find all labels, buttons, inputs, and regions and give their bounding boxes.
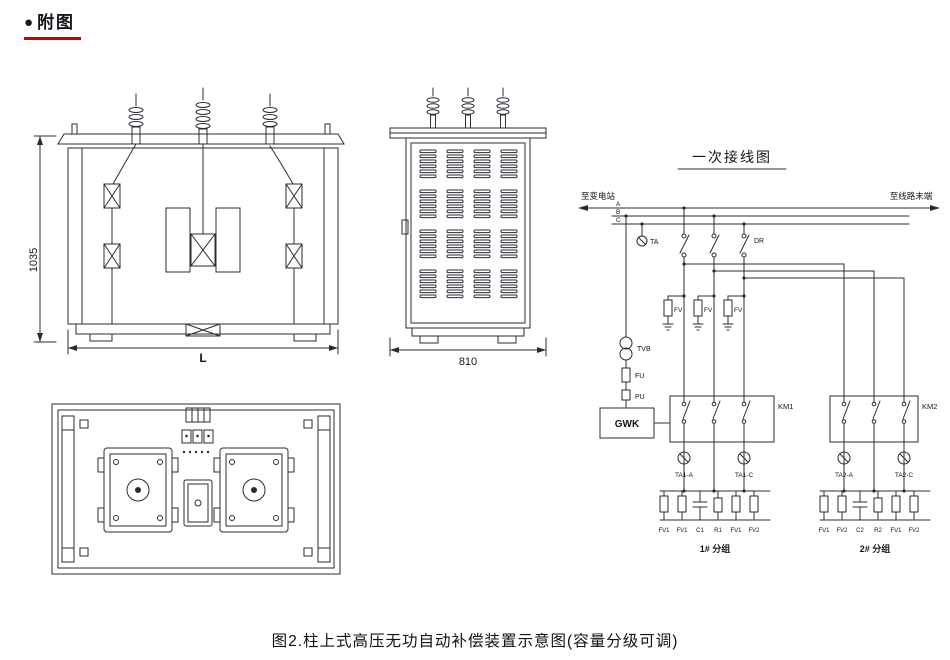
group1-element-label: FV1 xyxy=(676,528,688,534)
bushing-icon xyxy=(262,93,278,145)
ta-ct-symbol xyxy=(636,222,648,247)
section-title: 附图 xyxy=(37,13,76,32)
tvb-label: TVB xyxy=(637,346,651,353)
km2-label: KM2 xyxy=(922,402,937,411)
to-substation-label: 至变电站 xyxy=(581,191,616,201)
tank-body xyxy=(67,143,339,325)
group2-element-label: FV1 xyxy=(890,528,902,534)
km1-contactor xyxy=(669,395,775,443)
height-dimension xyxy=(33,135,57,343)
terminal-strip xyxy=(181,429,214,454)
to-line-end-label: 至线路末端 xyxy=(890,191,933,201)
bushing-icon xyxy=(461,87,475,129)
width-dimension xyxy=(389,337,547,357)
bushing-icon xyxy=(426,87,440,129)
fv-label: FV xyxy=(704,307,713,314)
group2-element-label: FV2 xyxy=(836,528,848,534)
roof xyxy=(57,123,345,145)
phase-b-label: B xyxy=(616,209,620,216)
group1-element-label: FV1 xyxy=(658,528,670,534)
wiring-schematic: 一次接线图 至变电站 至线路末端 A B C TA xyxy=(578,149,940,554)
group1-cts xyxy=(677,441,751,492)
capacitor-unit xyxy=(213,447,295,533)
width-dimension-label: L xyxy=(199,351,206,365)
schematic-title: 一次接线图 xyxy=(692,149,772,165)
ta1c-label: TA1-C xyxy=(735,472,754,479)
phase-c-label: C xyxy=(616,217,621,224)
group2-element-label: FV2 xyxy=(908,528,920,534)
bus-lines xyxy=(578,205,940,225)
capacitor-group-1 xyxy=(659,489,771,521)
group2-element-label: C2 xyxy=(856,528,864,534)
side-view-drawing: 810 xyxy=(389,87,547,368)
height-dimension-label: 1035 xyxy=(28,248,40,272)
base-channel xyxy=(75,323,331,342)
capacitor-group-2 xyxy=(819,489,931,521)
group1-element-label: C1 xyxy=(696,528,704,534)
width-dimension-label: 810 xyxy=(459,356,477,368)
ta-label: TA xyxy=(650,239,659,246)
bushing-icon xyxy=(496,87,510,129)
top-connector-block xyxy=(185,407,211,423)
ta1a-label: TA1-A xyxy=(675,472,694,479)
phase-drops xyxy=(679,206,905,397)
base-channel xyxy=(411,327,525,344)
bushing-icon xyxy=(195,87,211,145)
ventilation-louvers xyxy=(419,149,518,299)
dr-label: DR xyxy=(754,238,764,245)
fv-label: FV xyxy=(734,307,743,314)
width-dimension xyxy=(67,329,339,355)
phase-a-label: A xyxy=(616,201,621,208)
group2-element-label: R2 xyxy=(874,528,882,534)
control-supply-chain xyxy=(599,214,671,439)
group1-element-label: FV2 xyxy=(748,528,760,534)
fv-arresters xyxy=(662,294,746,331)
front-view-drawing: 1035 xyxy=(28,87,345,365)
section-header: ●附图 xyxy=(24,8,82,40)
figure-caption: 图2.柱上式高压无功自动补偿装置示意图(容量分级可调) xyxy=(271,633,679,650)
km1-label: KM1 xyxy=(778,402,793,411)
group2-name: 2# 分组 xyxy=(860,543,891,554)
km2-contactor xyxy=(829,395,919,443)
control-unit xyxy=(183,479,213,527)
pu-label: PU xyxy=(635,394,645,401)
bullet-icon: ● xyxy=(24,14,34,31)
ta2c-label: TA2-C xyxy=(895,472,914,479)
roof xyxy=(389,127,547,139)
fu-label: FU xyxy=(635,373,644,380)
group1-element-label: R1 xyxy=(714,528,722,534)
capacitor-unit xyxy=(97,447,179,533)
fv-label: FV xyxy=(674,307,683,314)
group1-name: 1# 分组 xyxy=(700,543,731,554)
ta2a-label: TA2-A xyxy=(835,472,854,479)
group2-element-label: FV1 xyxy=(818,528,830,534)
group2-cts xyxy=(837,441,911,492)
gwk-label: GWK xyxy=(615,419,640,430)
bushing-icon xyxy=(128,93,144,145)
group1-element-label: FV1 xyxy=(730,528,742,534)
top-view-drawing xyxy=(51,403,341,575)
enclosure-outline xyxy=(51,403,341,575)
